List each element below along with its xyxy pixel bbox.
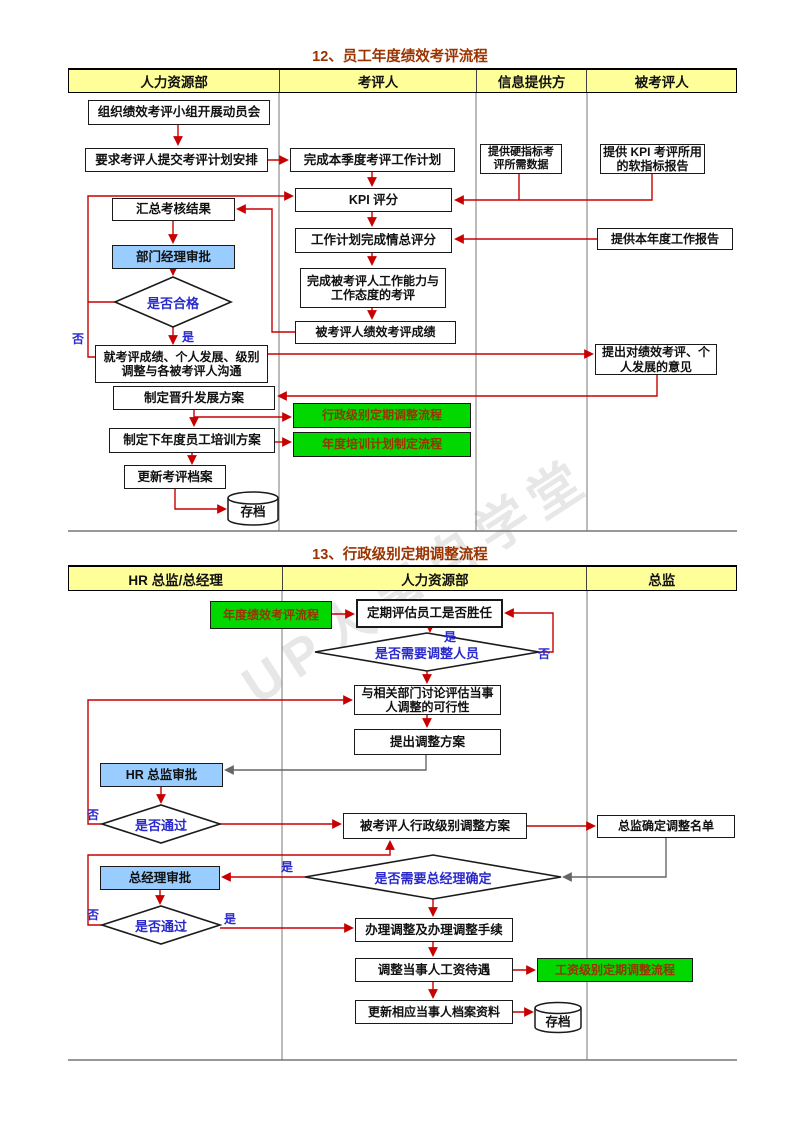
decision-pass-1: 是否通过 [134, 817, 187, 833]
node-evaluation-result: 被考评人绩效考评成绩 [295, 321, 456, 344]
decision-qualified: 是否合格 [146, 295, 199, 311]
branch-label-yes-eval: 是 [444, 630, 457, 644]
node-training-plan: 制定下年度员工培训方案 [109, 428, 275, 453]
chart12-header-evaluatee: 被考评人 [586, 70, 736, 92]
branch-label-yes: 是 [182, 330, 195, 344]
chart13-arrows [87, 608, 667, 1017]
chart13-header-hr-dept: 人力资源部 [282, 567, 586, 590]
chart13-title: 13、行政级别定期调整流程 [312, 547, 488, 563]
node-director-confirm-list: 总监确定调整名单 [597, 815, 735, 838]
node-work-plan-score: 工作计划完成情总评分 [295, 228, 452, 253]
node-kpi-score: KPI 评分 [295, 188, 452, 212]
decision-pass-2: 是否通过 [134, 918, 187, 934]
node-admin-adjust-subflow: 行政级别定期调整流程 [293, 403, 471, 428]
node-archive-cylinder-label-2: 存档 [545, 1015, 571, 1029]
chart13-header-hr-director: HR 总监/总经理 [128, 572, 223, 588]
branch-label-no-pass1: 否 [87, 808, 100, 822]
node-feedback-opinions: 提出对绩效考评、个人发展的意见 [595, 344, 717, 375]
archive-cylinders [227, 491, 582, 1034]
node-update-archive: 更新考评档案 [124, 465, 226, 489]
chart12-header-hr: 人力资源部 [140, 75, 208, 90]
node-hard-indicator-data: 提供硬指标考评所需数据 [480, 144, 562, 174]
branch-label-no: 否 [72, 332, 85, 346]
branch-label-no-pass2: 否 [87, 908, 100, 922]
node-update-personnel-file: 更新相应当事人档案资料 [355, 1000, 513, 1024]
decision-diamonds [99, 276, 562, 945]
node-mobilize: 组织绩效考评小组开展动员会 [88, 100, 270, 125]
node-salary-adjust-subflow: 工资级别定期调整流程 [537, 958, 693, 982]
chart12-header-row: 人力资源部 考评人 信息提供方 被考评人 [68, 68, 737, 93]
node-periodic-evaluation: 定期评估员工是否胜任 [356, 599, 503, 628]
node-training-subflow: 年度培训计划制定流程 [293, 432, 471, 457]
node-dept-manager-approval: 部门经理审批 [112, 245, 235, 269]
node-gm-approval: 总经理审批 [100, 866, 220, 890]
node-propose-plan: 提出调整方案 [354, 729, 501, 755]
node-hr-director-approval: HR 总监审批 [100, 763, 223, 787]
chart13-header-director: 总监 [586, 567, 736, 590]
node-request-plan: 要求考评人提交考评计划安排 [85, 148, 268, 172]
node-handle-adjustment: 办理调整及办理调整手续 [355, 918, 513, 942]
node-discuss-feasibility: 与相关部门讨论评估当事人调整的可行性 [354, 685, 501, 715]
decision-need-gm: 是否需要总经理确定 [374, 870, 492, 886]
node-adjust-salary: 调整当事人工资待遇 [355, 958, 513, 982]
decision-need-adjust: 是否需要调整人员 [374, 645, 479, 661]
node-summarize-results: 汇总考核结果 [112, 198, 235, 221]
node-promotion-plan: 制定晋升发展方案 [113, 386, 275, 410]
chart12-title: 12、员工年度绩效考评流程 [312, 49, 488, 65]
chart12-header-evaluator: 考评人 [279, 70, 475, 92]
branch-label-yes-pass2: 是 [224, 912, 237, 926]
node-quarterly-plan: 完成本季度考评工作计划 [290, 148, 455, 172]
chart13-header-row: HR 总监/总经理 人力资源部 总监 [68, 565, 737, 591]
branch-label-yes-gm: 是 [281, 860, 294, 874]
node-adjust-plan: 被考评人行政级别调整方案 [343, 813, 527, 839]
node-archive-cylinder-label: 存档 [240, 505, 266, 519]
node-ability-attitude: 完成被考评人工作能力与工作态度的考评 [300, 268, 446, 308]
node-annual-work-report: 提供本年度工作报告 [597, 228, 733, 250]
chart12-header-info-provider: 信息提供方 [475, 70, 587, 92]
chart12-arrows [87, 125, 658, 514]
node-soft-indicator-report: 提供 KPI 考评所用的软指标报告 [600, 144, 705, 174]
branch-label-no-eval: 否 [538, 647, 551, 661]
node-annual-review-subflow: 年度绩效考评流程 [210, 601, 332, 629]
node-communicate: 就考评成绩、个人发展、级别调整与各被考评人沟通 [95, 345, 268, 383]
